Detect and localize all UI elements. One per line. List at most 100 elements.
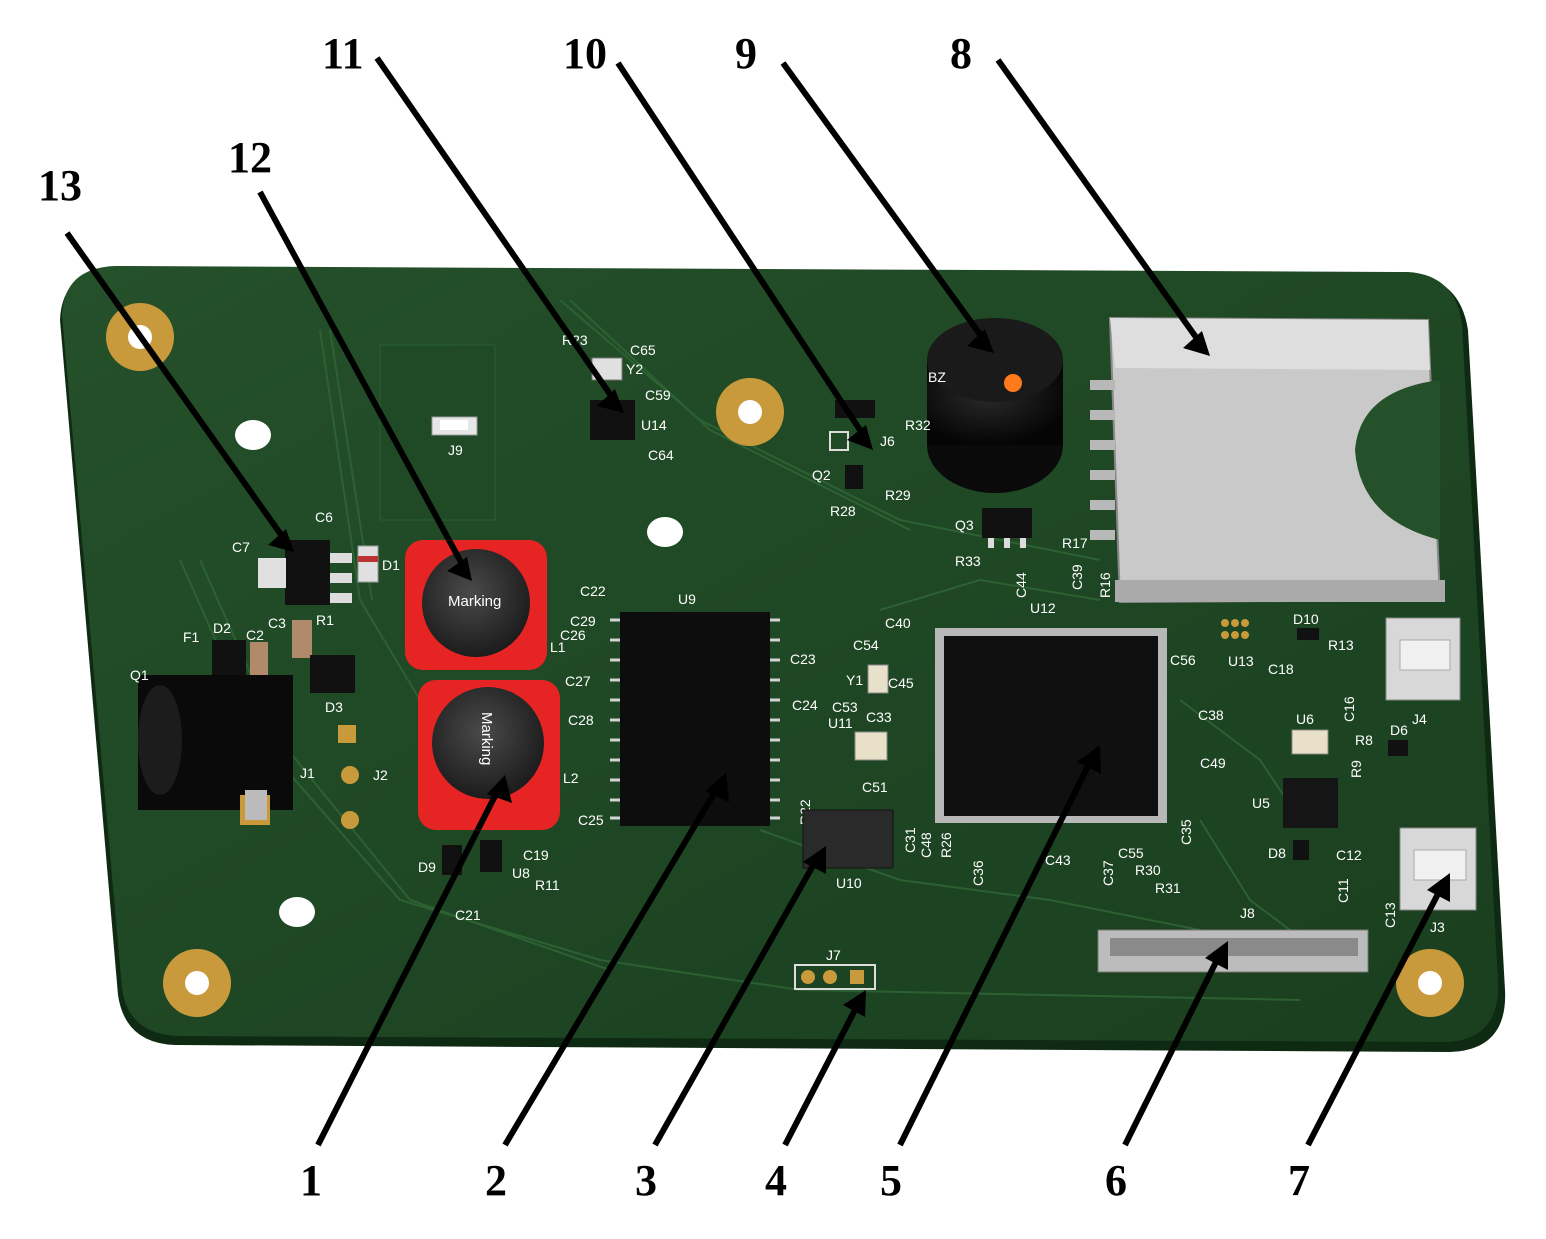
callout-12: 12	[228, 133, 272, 182]
d3-diode	[310, 655, 355, 693]
label-c37: C37	[1100, 860, 1116, 886]
label-c18: C18	[1268, 661, 1294, 677]
callout-9: 9	[735, 29, 757, 78]
callout-4: 4	[765, 1156, 787, 1205]
inductor-l1-marking: Marking	[448, 593, 501, 610]
label-c59: C59	[645, 387, 671, 403]
label-f1: F1	[183, 629, 200, 645]
label-c21: C21	[455, 907, 481, 923]
callout-1: 1	[300, 1156, 322, 1205]
callout-2: 2	[485, 1156, 507, 1205]
label-c64: C64	[648, 447, 674, 463]
label-q2: Q2	[812, 467, 831, 483]
label-q1: Q1	[130, 667, 149, 683]
d1-band	[358, 556, 378, 562]
d10-diode	[1297, 628, 1319, 640]
label-r11: R11	[535, 877, 560, 893]
label-c19: C19	[523, 847, 549, 863]
u11-crystal	[854, 731, 888, 761]
callout-7: 7	[1288, 1156, 1310, 1205]
u12-mcu	[935, 628, 1167, 823]
label-r9: R9	[1348, 760, 1364, 778]
label-c36: C36	[970, 860, 986, 886]
j4-usb-connector	[1385, 617, 1461, 701]
label-r33: R33	[955, 553, 981, 569]
label-c13: C13	[1382, 902, 1398, 928]
label-d1: D1	[382, 557, 400, 573]
label-c11: C11	[1335, 878, 1351, 903]
y1-crystal	[867, 664, 889, 694]
inductor-l2: Marking	[418, 680, 560, 830]
label-c33: C33	[866, 709, 892, 725]
label-c43: C43	[1045, 852, 1071, 868]
d8-diode	[1293, 840, 1309, 860]
callout-8: 8	[950, 29, 972, 78]
label-c45: C45	[888, 675, 914, 691]
label-r26: R26	[938, 832, 954, 858]
label-bz: BZ	[928, 369, 946, 385]
label-j3: J3	[1430, 919, 1445, 935]
label-c44: C44	[1013, 572, 1029, 598]
j6-header	[829, 431, 849, 451]
label-r30: R30	[1135, 862, 1161, 878]
inductor-l1: Marking	[405, 540, 547, 670]
u10-chip	[802, 809, 894, 869]
label-d9: D9	[418, 859, 436, 875]
label-c38: C38	[1198, 707, 1224, 723]
label-u12: U12	[1030, 600, 1056, 616]
label-r16: R16	[1097, 572, 1113, 598]
label-q3: Q3	[955, 517, 974, 533]
label-j1: J1	[300, 765, 315, 781]
u9-memory-chip	[610, 612, 780, 826]
j1-barrel-jack	[138, 675, 293, 825]
u5-chip	[1283, 778, 1338, 828]
sd-card-slot	[1090, 316, 1445, 604]
label-c12: C12	[1336, 847, 1362, 863]
label-y2: Y2	[626, 361, 643, 377]
callout-3: 3	[635, 1156, 657, 1205]
d6-diode	[1388, 740, 1408, 756]
label-u11: U11	[828, 715, 853, 731]
label-c24: C24	[792, 697, 818, 713]
label-c16: C16	[1341, 696, 1357, 722]
label-u14: U14	[641, 417, 667, 433]
label-u8: U8	[512, 865, 530, 881]
label-c31: C31	[902, 827, 918, 853]
label-y1: Y1	[846, 672, 863, 688]
label-c54: C54	[853, 637, 879, 653]
callout-arrows	[64, 56, 1450, 1147]
label-d8: D8	[1268, 845, 1286, 861]
label-r28: R28	[830, 503, 856, 519]
label-u5: U5	[1252, 795, 1270, 811]
label-u13: U13	[1228, 653, 1254, 669]
j7-header	[794, 964, 876, 990]
label-j6: J6	[880, 433, 895, 449]
d1-diode	[357, 545, 379, 583]
label-c49: C49	[1200, 755, 1226, 771]
label-c51: C51	[862, 779, 888, 795]
u6-crystal	[1291, 729, 1329, 755]
q2-transistor	[845, 465, 863, 489]
label-r29: R29	[885, 487, 911, 503]
label-u6: U6	[1296, 711, 1314, 727]
label-c48: C48	[918, 832, 934, 858]
j2-pads	[338, 725, 359, 829]
label-c7: C7	[232, 539, 250, 555]
j8-fpc-connector	[1097, 929, 1369, 973]
label-j7: J7	[826, 947, 841, 963]
label-c53: C53	[832, 699, 858, 715]
callout-13: 13	[38, 161, 82, 210]
label-r17: R17	[1062, 535, 1088, 551]
u13-pads	[1221, 619, 1249, 639]
label-c27: C27	[565, 673, 591, 689]
label-c28: C28	[568, 712, 594, 728]
label-c40: C40	[885, 615, 911, 631]
label-d6: D6	[1390, 722, 1408, 738]
label-c35: C35	[1178, 819, 1194, 845]
label-c55: C55	[1118, 845, 1144, 861]
label-c6: C6	[315, 509, 333, 525]
label-c56: C56	[1170, 652, 1196, 668]
label-c65: C65	[630, 342, 656, 358]
drill-holes	[235, 420, 683, 927]
label-c29: C29	[570, 613, 596, 629]
